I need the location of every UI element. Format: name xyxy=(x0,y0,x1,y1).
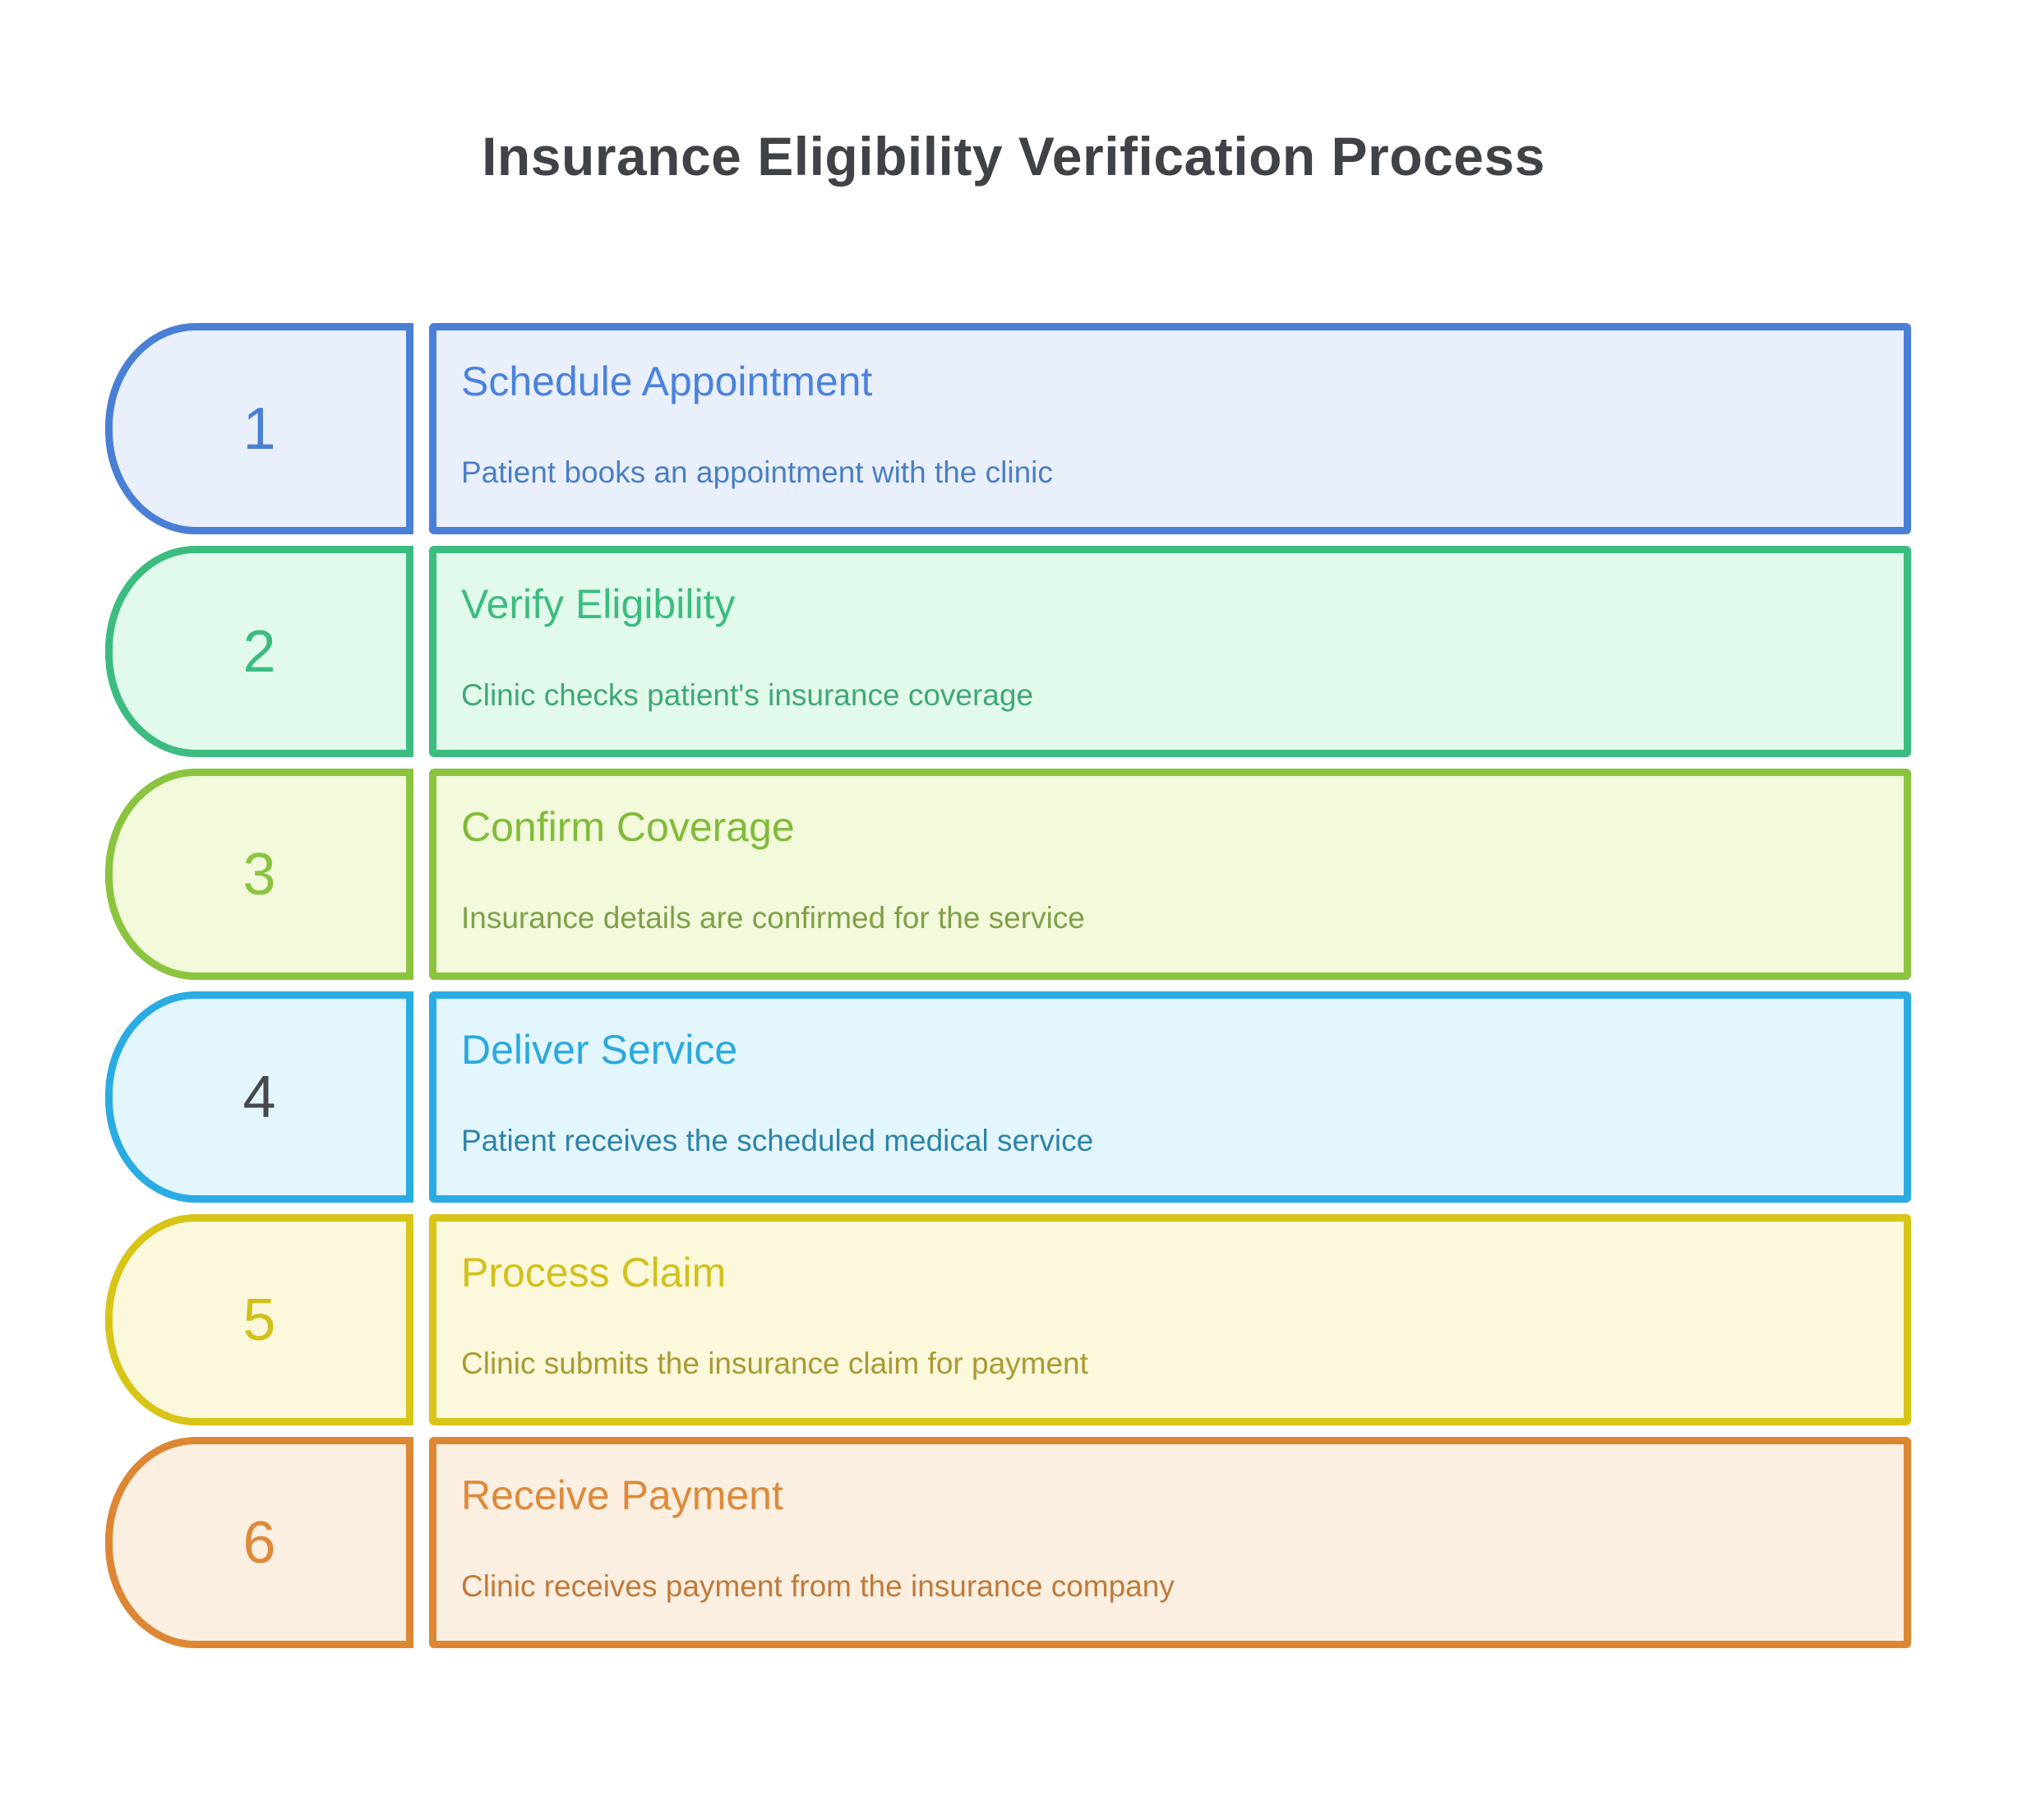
step-row-1: 1 Schedule Appointment Patient books an … xyxy=(105,323,1911,534)
step-card: Confirm Coverage Insurance details are c… xyxy=(429,769,1911,980)
step-description: Clinic receives payment from the insuran… xyxy=(461,1569,1175,1604)
step-number: 5 xyxy=(242,1286,276,1353)
step-number: 6 xyxy=(242,1509,276,1576)
step-title: Verify Eligibility xyxy=(461,581,736,627)
step-row-4: 4 Deliver Service Patient receives the s… xyxy=(105,991,1911,1203)
step-number-shape: 4 xyxy=(105,991,413,1203)
step-number: 2 xyxy=(242,618,276,685)
step-card: Deliver Service Patient receives the sch… xyxy=(429,991,1911,1203)
step-row-5: 5 Process Claim Clinic submits the insur… xyxy=(105,1214,1911,1425)
step-card: Verify Eligibility Clinic checks patient… xyxy=(429,546,1911,757)
step-number-shape: 3 xyxy=(105,769,413,980)
step-number-shape: 5 xyxy=(105,1214,413,1425)
step-description: Patient books an appointment with the cl… xyxy=(461,455,1053,490)
step-card: Process Claim Clinic submits the insuran… xyxy=(429,1214,1911,1425)
step-number: 4 xyxy=(242,1064,276,1130)
step-row-2: 2 Verify Eligibility Clinic checks patie… xyxy=(105,546,1911,757)
step-description: Clinic submits the insurance claim for p… xyxy=(461,1347,1088,1381)
step-title: Receive Payment xyxy=(461,1472,783,1518)
step-row-6: 6 Receive Payment Clinic receives paymen… xyxy=(105,1437,1911,1648)
step-row-3: 3 Confirm Coverage Insurance details are… xyxy=(105,769,1911,980)
step-number-shape: 2 xyxy=(105,546,413,757)
step-title: Process Claim xyxy=(461,1250,727,1296)
steps-list: 1 Schedule Appointment Patient books an … xyxy=(105,323,1911,1648)
step-card: Receive Payment Clinic receives payment … xyxy=(429,1437,1911,1648)
page-title: Insurance Eligibility Verification Proce… xyxy=(482,126,1545,187)
step-title: Schedule Appointment xyxy=(461,358,873,404)
step-title: Confirm Coverage xyxy=(461,804,795,850)
step-number-shape: 1 xyxy=(105,323,413,534)
step-title: Deliver Service xyxy=(461,1027,738,1073)
step-number: 1 xyxy=(242,395,276,462)
step-description: Insurance details are confirmed for the … xyxy=(461,901,1085,935)
step-description: Patient receives the scheduled medical s… xyxy=(461,1124,1094,1158)
step-number: 3 xyxy=(242,841,276,908)
step-number-shape: 6 xyxy=(105,1437,413,1648)
step-card: Schedule Appointment Patient books an ap… xyxy=(429,323,1911,534)
step-description: Clinic checks patient's insurance covera… xyxy=(461,678,1034,713)
